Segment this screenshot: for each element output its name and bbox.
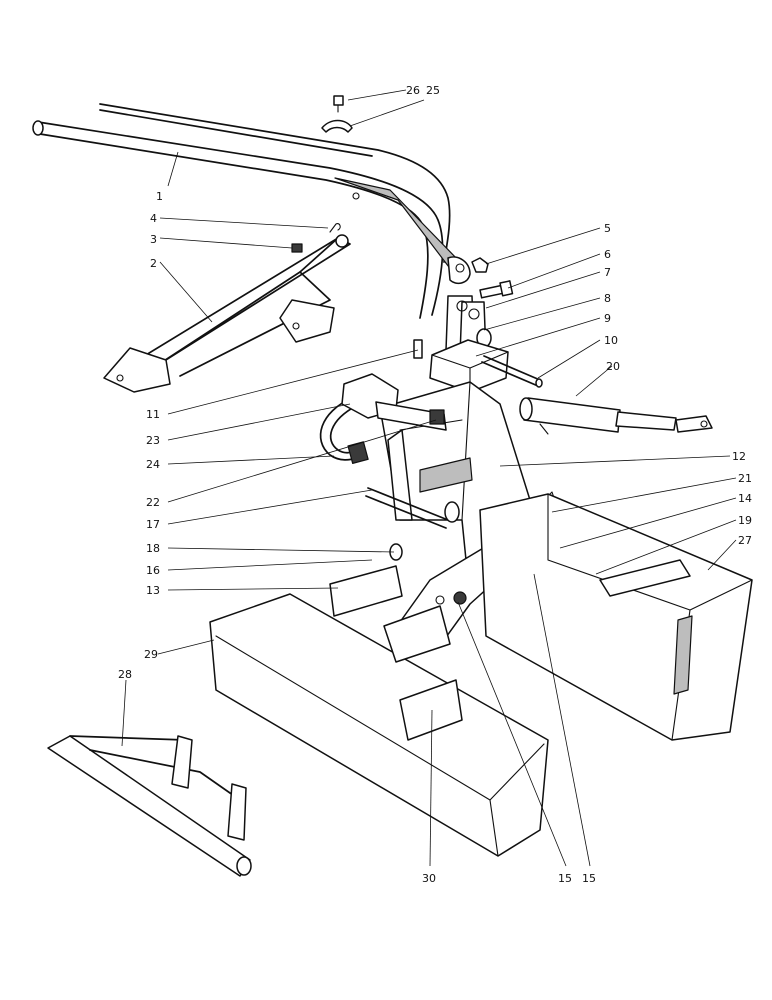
callout-8: 8 — [604, 292, 611, 305]
callout-28: 28 — [118, 668, 132, 681]
callout-23: 23 — [146, 434, 160, 447]
callout-1: 1 — [156, 190, 163, 203]
callout-29: 29 — [144, 648, 158, 661]
callout-15b: 15 — [582, 872, 596, 885]
callout-14: 14 — [738, 492, 752, 505]
callout-2: 2 — [150, 257, 157, 270]
callout-26: 26 — [406, 84, 420, 97]
callout-5: 5 — [604, 222, 611, 235]
part-28-tine-bar — [47, 735, 252, 877]
callout-6: 6 — [604, 248, 611, 261]
callout-20: 20 — [606, 360, 620, 373]
part-5-6-fasteners — [471, 257, 514, 299]
callout-numbers: 1 2 3 4 5 6 7 8 9 10 11 12 13 14 15 15 1… — [118, 84, 752, 885]
callout-19: 19 — [738, 514, 752, 527]
part-2-a-frame — [103, 223, 351, 393]
callout-9: 9 — [604, 312, 611, 325]
part-27-rear-bucket — [479, 493, 753, 741]
callout-17: 17 — [146, 518, 160, 531]
callout-30: 30 — [422, 872, 436, 885]
leader-lines — [121, 89, 737, 867]
part-29-tine-bucket — [209, 565, 549, 857]
part-13-18-shafts — [365, 487, 460, 561]
callout-18: 18 — [146, 542, 160, 555]
callout-11: 11 — [146, 408, 160, 421]
callout-22: 22 — [146, 496, 160, 509]
part-25-26-clamp-bolt — [321, 95, 353, 133]
callout-4: 4 — [150, 212, 157, 225]
callout-25: 25 — [426, 84, 440, 97]
callout-21: 21 — [738, 472, 752, 485]
callout-16: 16 — [146, 564, 160, 577]
part-20-hydraulic-cylinder — [519, 397, 713, 435]
callout-13: 13 — [146, 584, 160, 597]
callout-7: 7 — [604, 266, 611, 279]
callout-15a: 15 — [558, 872, 572, 885]
part-1-boom-arm — [32, 103, 471, 319]
callout-12: 12 — [732, 450, 746, 463]
callout-10: 10 — [604, 334, 618, 347]
callout-24: 24 — [146, 458, 160, 471]
callout-27: 27 — [738, 534, 752, 547]
callout-3: 3 — [150, 233, 157, 246]
